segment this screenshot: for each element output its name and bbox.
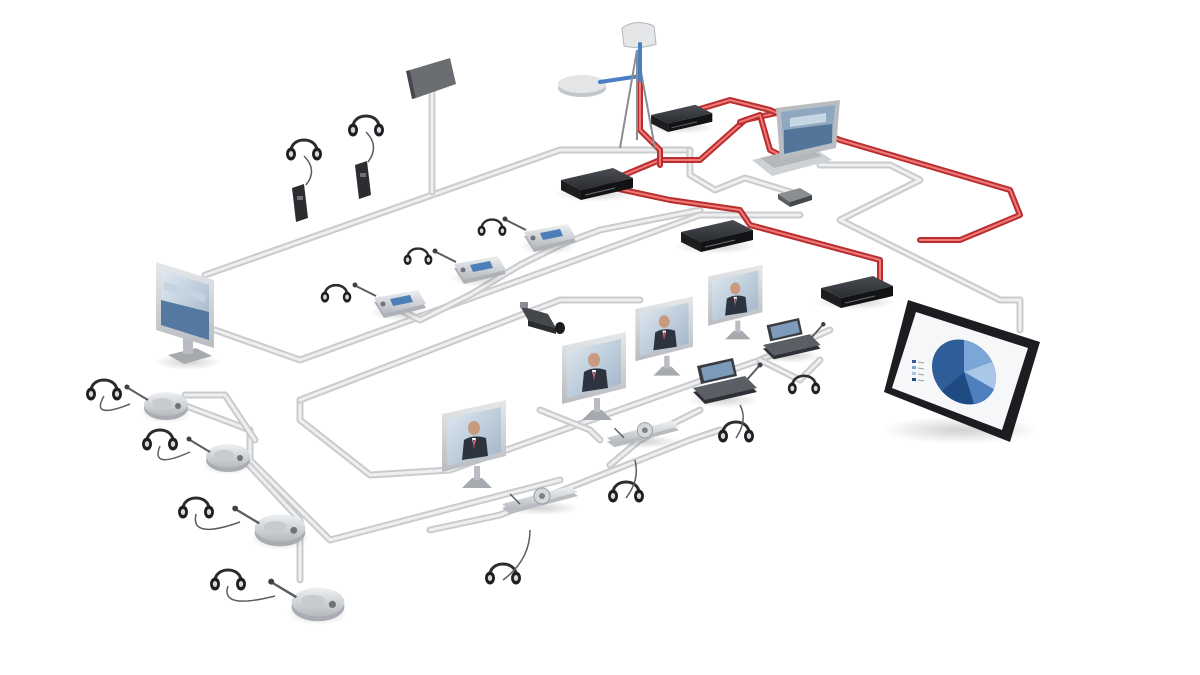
- delegate-unit-icon: [267, 577, 351, 626]
- laptop-icon: [752, 100, 840, 176]
- chart-legend: [912, 360, 925, 382]
- video-screen-icon: [635, 296, 693, 376]
- microphone-icon: [604, 419, 682, 449]
- standard-cabling: [166, 88, 1024, 584]
- network-cabling: [597, 77, 1023, 288]
- central-unit-icon: [812, 275, 898, 311]
- receiver-icon: [292, 155, 313, 222]
- wall-panel-icon: [406, 58, 456, 99]
- video-screen-icon: [442, 400, 506, 488]
- headphones-icon: [483, 562, 523, 586]
- delegate-unit-icon: [351, 281, 427, 322]
- chairman-unit-icon: [756, 317, 827, 364]
- headphones-icon: [716, 420, 756, 444]
- presentation-screen: [880, 300, 1040, 444]
- video-screen-icon: [708, 264, 763, 340]
- central-unit-icon: [672, 219, 758, 255]
- receiver-icon: [355, 131, 375, 199]
- headphones-icon: [346, 114, 386, 138]
- delegate-unit-icon: [123, 383, 193, 424]
- headphones-icon: [284, 138, 324, 162]
- delegate-unit-icon: [185, 435, 255, 476]
- network-switch-icon: [778, 188, 812, 207]
- display-monitor-icon: [154, 262, 222, 370]
- delegate-unit-icon: [501, 215, 577, 256]
- headphones-icon: [606, 480, 646, 504]
- camera-icon: [520, 302, 565, 334]
- wireless-access-point-icon: [558, 74, 642, 97]
- delegate-unit-icon: [431, 247, 507, 288]
- antenna-icon: [619, 22, 657, 149]
- headphones-icon: [402, 247, 434, 267]
- video-screen-icon: [562, 332, 626, 420]
- pie-chart-icon: [932, 339, 997, 405]
- headphones-icon: [319, 283, 353, 304]
- headphones-icon: [476, 218, 508, 238]
